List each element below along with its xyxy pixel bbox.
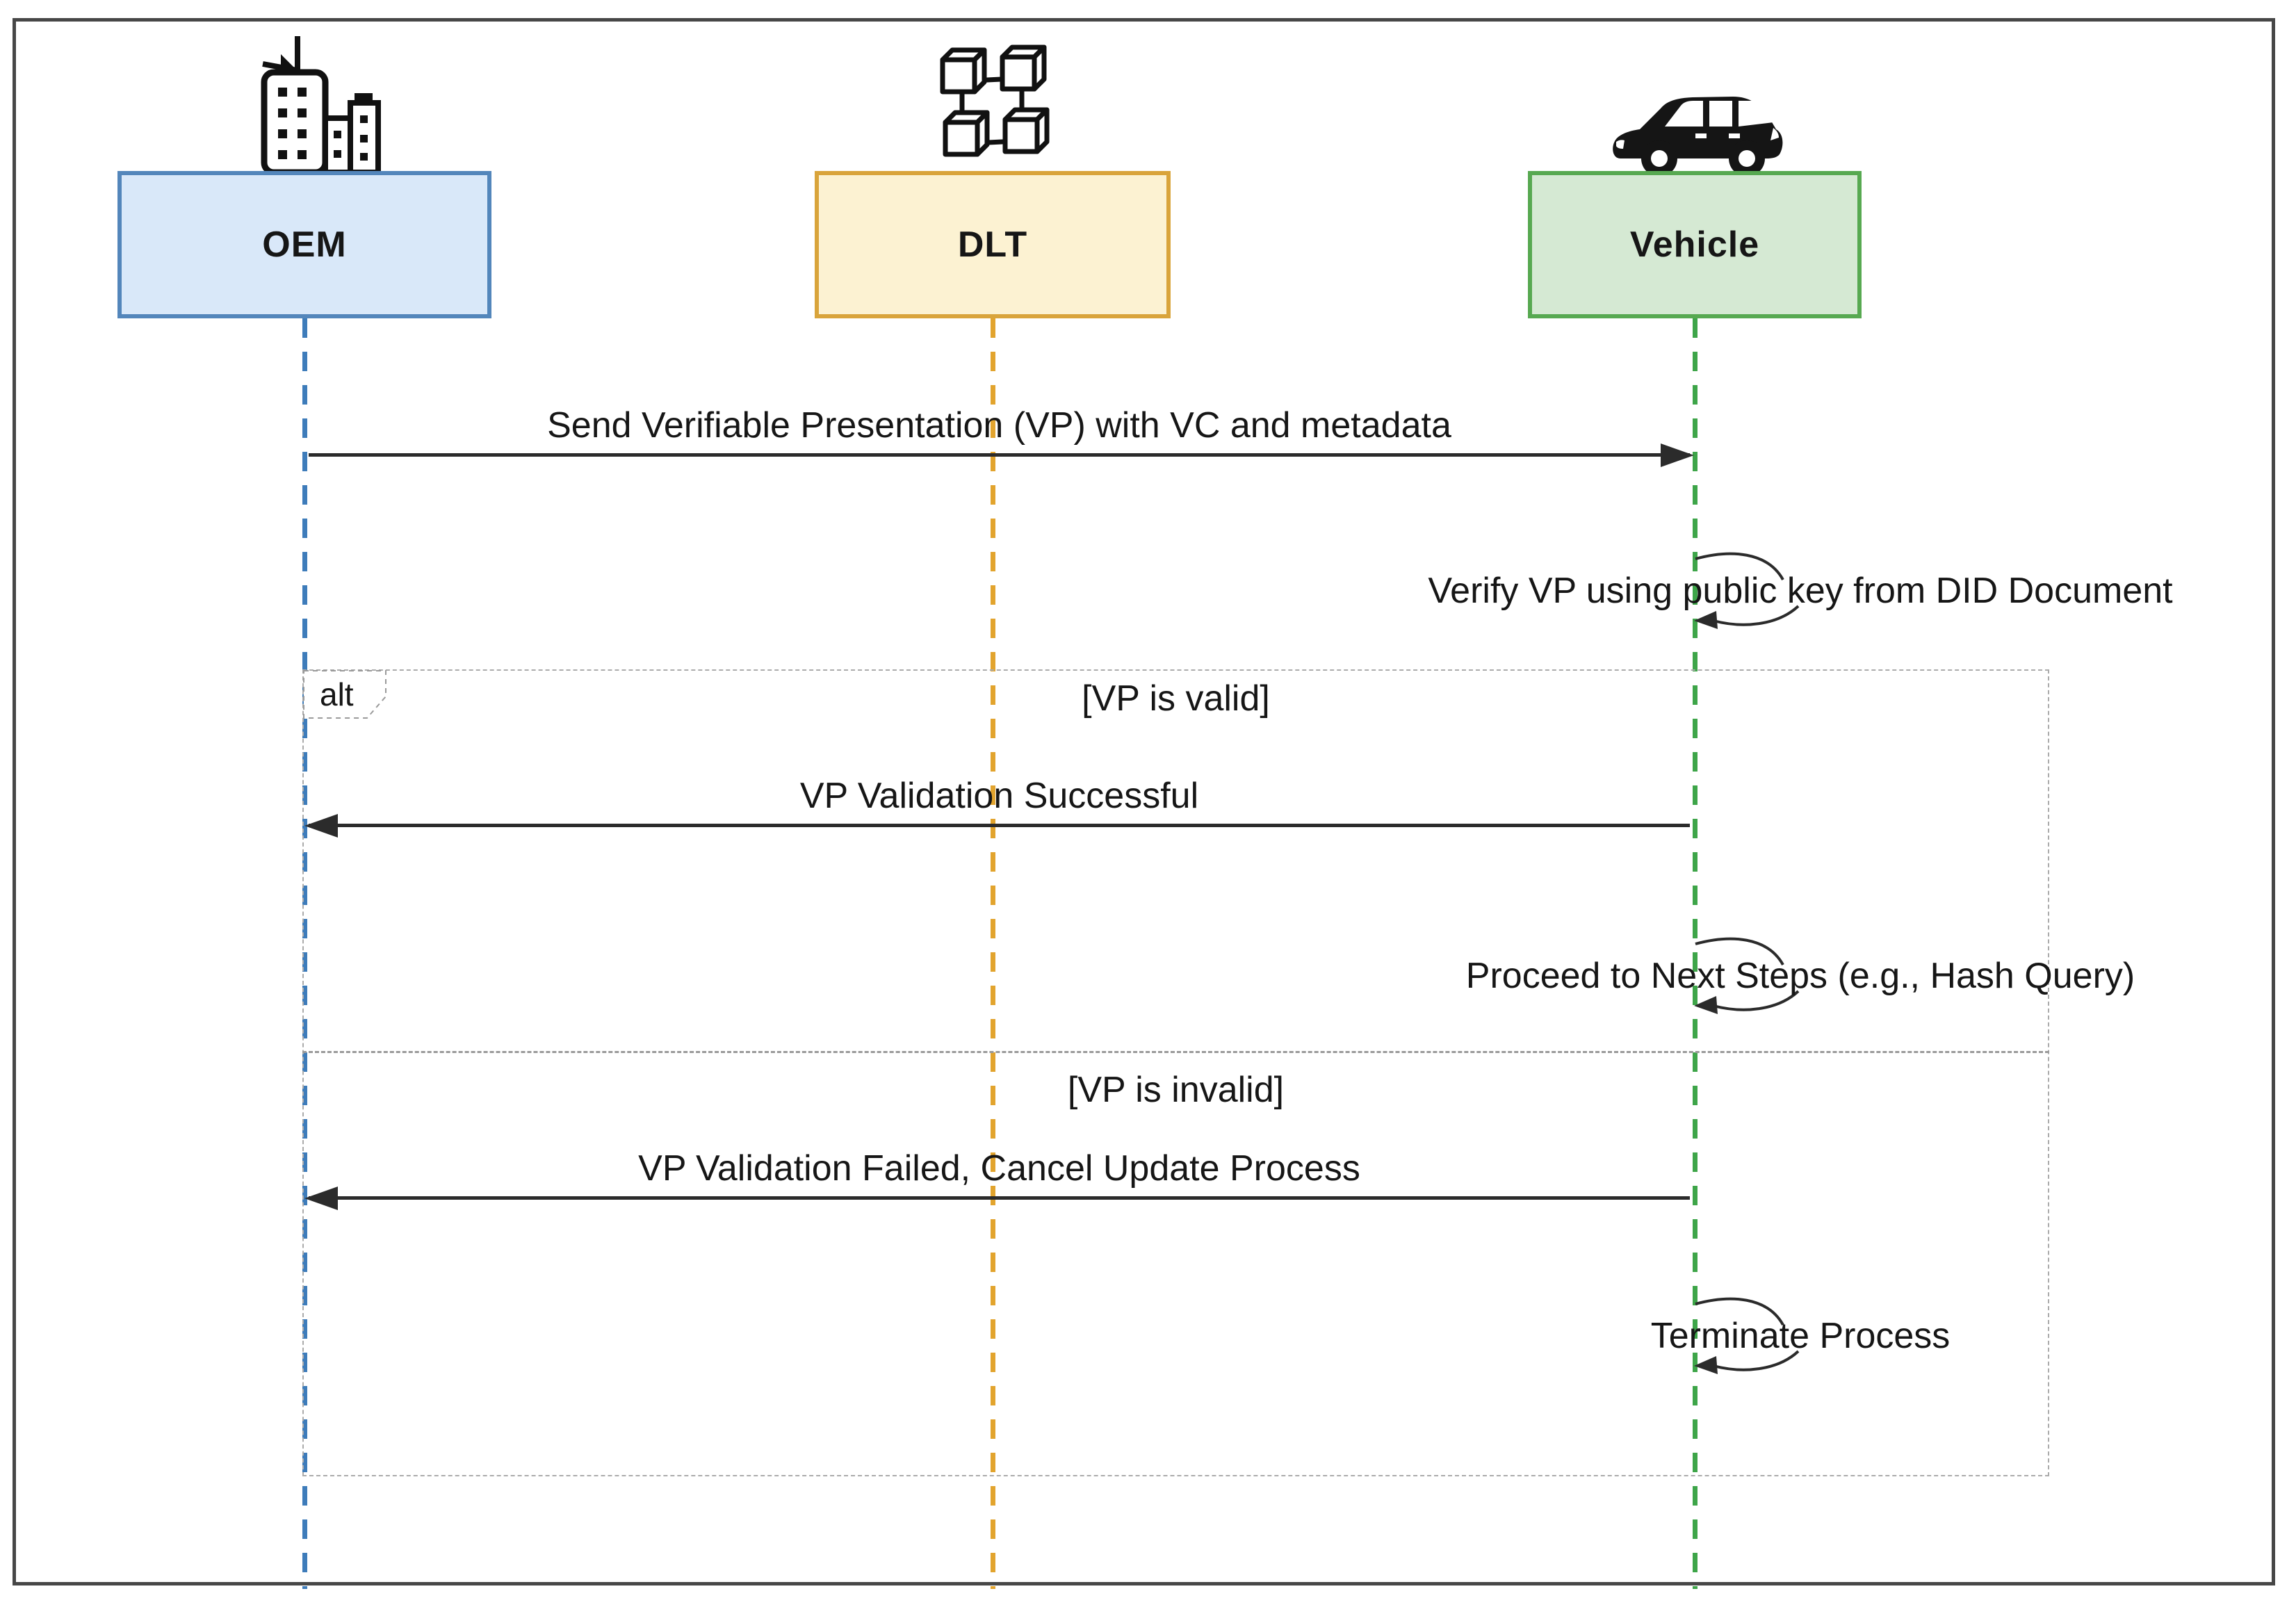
arrowhead-left-icon	[304, 1187, 338, 1210]
actor-box-vehicle: Vehicle	[1528, 171, 1862, 318]
car-icon	[1613, 97, 1783, 177]
message-vp-failed-label: VP Validation Failed, Cancel Update Proc…	[638, 1148, 1360, 1189]
lifeline-vehicle	[1693, 318, 1697, 1589]
message-send-vp-line	[309, 453, 1690, 457]
self-loop-icon	[1694, 1297, 1800, 1374]
guard-vp-invalid: [VP is invalid]	[1067, 1070, 1285, 1110]
alt-divider	[302, 1051, 2049, 1053]
actor-box-dlt: DLT	[815, 171, 1171, 318]
message-vp-success-label: VP Validation Successful	[799, 776, 1199, 816]
message-send-vp-label: Send Verifiable Presentation (VP) with V…	[547, 405, 1451, 446]
self-message-proceed-label: Proceed to Next Steps (e.g., Hash Query)	[1465, 956, 2135, 996]
actor-label-oem: OEM	[262, 225, 347, 265]
message-vp-failed-line	[309, 1196, 1690, 1200]
alt-pentagon	[303, 670, 386, 719]
arrowhead-right-icon	[1661, 443, 1694, 467]
actor-label-vehicle: Vehicle	[1629, 225, 1760, 265]
alt-operator-label: alt	[320, 676, 354, 712]
self-loop-icon	[1694, 552, 1800, 629]
lifeline-oem	[302, 318, 307, 1589]
self-message-proceed: Proceed to Next Steps (e.g., Hash Query)	[1466, 933, 2221, 1037]
actor-box-oem: OEM	[117, 171, 491, 318]
guard-vp-valid: [VP is valid]	[1082, 678, 1270, 719]
alt-fragment	[302, 669, 2049, 1476]
message-vp-success: VP Validation Successful	[304, 775, 1694, 851]
arrowhead-left-icon	[304, 814, 338, 838]
self-loop-icon	[1694, 937, 1800, 1014]
self-message-terminate: Terminate Process	[1651, 1293, 2221, 1397]
actor-label-dlt: DLT	[957, 225, 1028, 265]
self-message-verify-vp: Verify VP using public key from DID Docu…	[1428, 548, 2221, 652]
alt-operator-box: alt	[303, 670, 386, 719]
message-vp-failed: VP Validation Failed, Cancel Update Proc…	[304, 1148, 1694, 1224]
self-message-terminate-label: Terminate Process	[1650, 1316, 1951, 1356]
self-message-verify-vp-label: Verify VP using public key from DID Docu…	[1428, 571, 2173, 611]
message-vp-success-line	[309, 824, 1690, 827]
message-send-vp: Send Verifiable Presentation (VP) with V…	[304, 405, 1694, 481]
building-icon	[261, 36, 381, 172]
blockchain-icon	[940, 44, 1050, 157]
lifeline-dlt	[991, 318, 995, 1589]
